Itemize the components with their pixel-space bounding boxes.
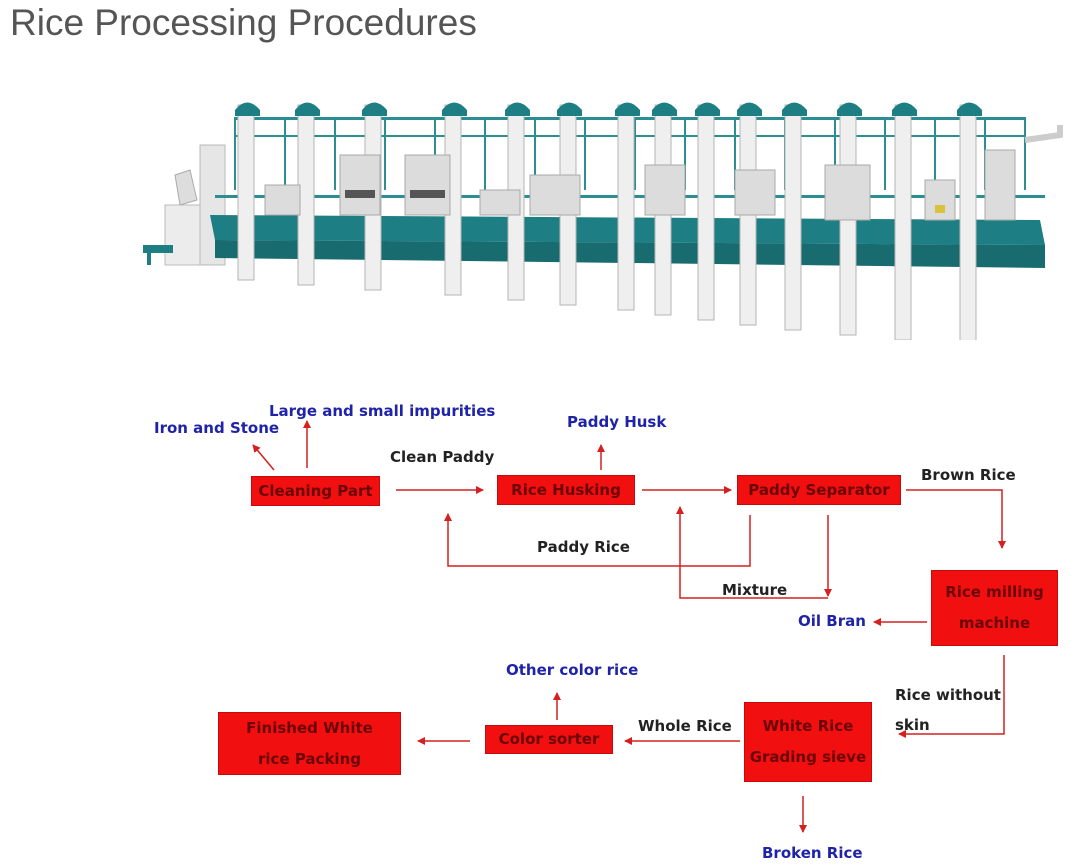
label-whole-rice: Whole Rice <box>638 717 732 735</box>
label-iron-and-stone: Iron and Stone <box>154 419 280 437</box>
box-rice-husking: Rice Husking <box>497 475 635 505</box>
label-large-small-impurities: Large and small impurities <box>269 402 496 420</box>
label-oil-bran: Oil Bran <box>798 612 866 630</box>
label-brown-rice: Brown Rice <box>921 466 1016 484</box>
label-broken-rice: Broken Rice <box>762 844 863 862</box>
label-rice-without-line2: skin <box>895 716 930 734</box>
label-clean-paddy: Clean Paddy <box>390 448 495 466</box>
box-rice-milling-line1: Rice milling <box>945 583 1044 601</box>
arrow-mixture-return <box>676 506 828 599</box>
box-rice-milling-machine: Rice milling machine <box>931 570 1058 646</box>
box-grading-line2: Grading sieve <box>749 748 867 766</box>
label-paddy-husk: Paddy Husk <box>567 413 667 431</box>
page-title: Rice Processing Procedures <box>10 2 477 43</box>
box-grading-line1: White Rice <box>762 717 854 735</box>
machine-illustration-art <box>143 102 1063 340</box>
arrow-paddy-rice-return <box>444 513 751 567</box>
box-finished-white-rice-packing: Finished White rice Packing <box>218 712 401 775</box>
rice-mill-plant-illustration <box>143 102 1063 340</box>
box-packing-line2: rice Packing <box>258 749 361 768</box>
label-other-color-rice: Other color rice <box>506 661 639 679</box>
label-paddy-rice: Paddy Rice <box>537 538 630 556</box>
arrow-rice-without-skin <box>898 655 1005 738</box>
box-white-rice-grading-sieve: White Rice Grading sieve <box>744 702 872 782</box>
box-rice-milling-line2: machine <box>958 614 1031 632</box>
box-cleaning-part: Cleaning Part <box>251 476 380 506</box>
arrow-brown-rice <box>906 489 1006 549</box>
box-packing-line1: Finished White <box>246 718 373 737</box>
box-color-sorter: Color sorter <box>485 725 613 754</box>
label-rice-without-line1: Rice without <box>895 686 1001 704</box>
label-rice-without-skin: Rice without skin <box>895 680 1001 740</box>
arrow-iron-stone <box>252 444 275 471</box>
box-paddy-separator: Paddy Separator <box>737 475 901 505</box>
label-mixture: Mixture <box>722 581 788 599</box>
